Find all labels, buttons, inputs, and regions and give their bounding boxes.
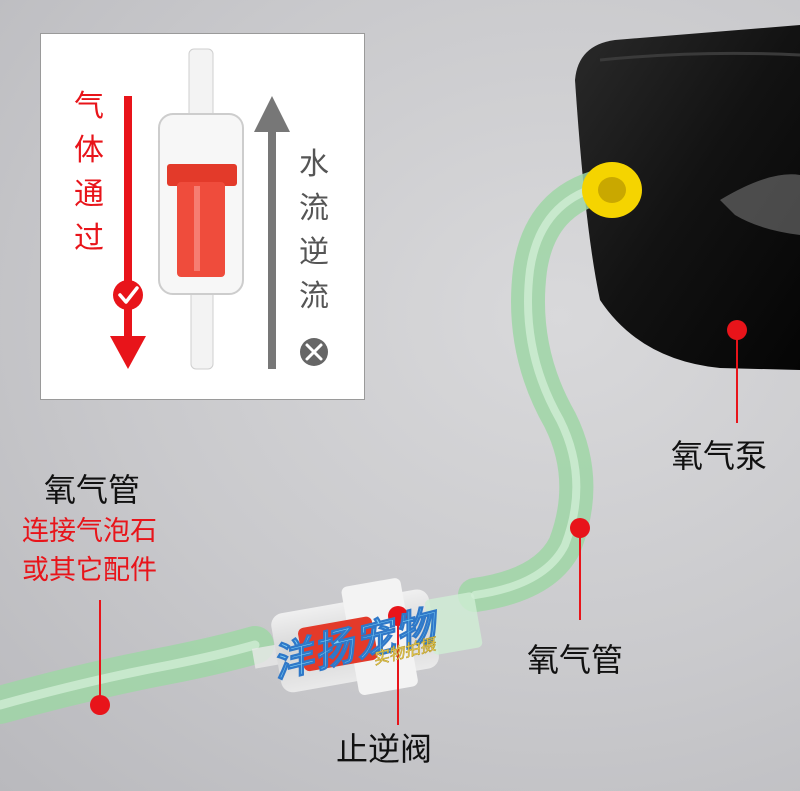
callout-tube-right-marker bbox=[570, 518, 590, 620]
callout-valve-marker bbox=[388, 606, 408, 725]
pump-label: 氧气泵 bbox=[671, 437, 768, 475]
tube-left-sub2: 或其它配件 bbox=[22, 555, 157, 586]
arrow-up-icon bbox=[254, 96, 290, 369]
gas-passes-label: 气 体 通 过 bbox=[74, 89, 104, 256]
callout-tube-left-marker bbox=[90, 600, 110, 715]
water-backflow-label: 水 流 逆 流 bbox=[299, 147, 329, 314]
tube-left-title: 氧气管 bbox=[44, 471, 141, 509]
pump-nozzle bbox=[582, 162, 642, 218]
tube-left-sub1: 连接气泡石 bbox=[22, 516, 157, 547]
callout-pump-marker bbox=[727, 320, 747, 423]
valve-label: 止逆阀 bbox=[336, 730, 433, 768]
tube-right-label: 氧气管 bbox=[527, 641, 624, 679]
air-pump bbox=[575, 25, 800, 370]
x-icon bbox=[300, 338, 328, 366]
inset-panel bbox=[40, 33, 365, 400]
check-valve-diagram bbox=[158, 48, 244, 370]
arrow-down-icon bbox=[110, 96, 146, 369]
check-icon bbox=[113, 280, 143, 310]
